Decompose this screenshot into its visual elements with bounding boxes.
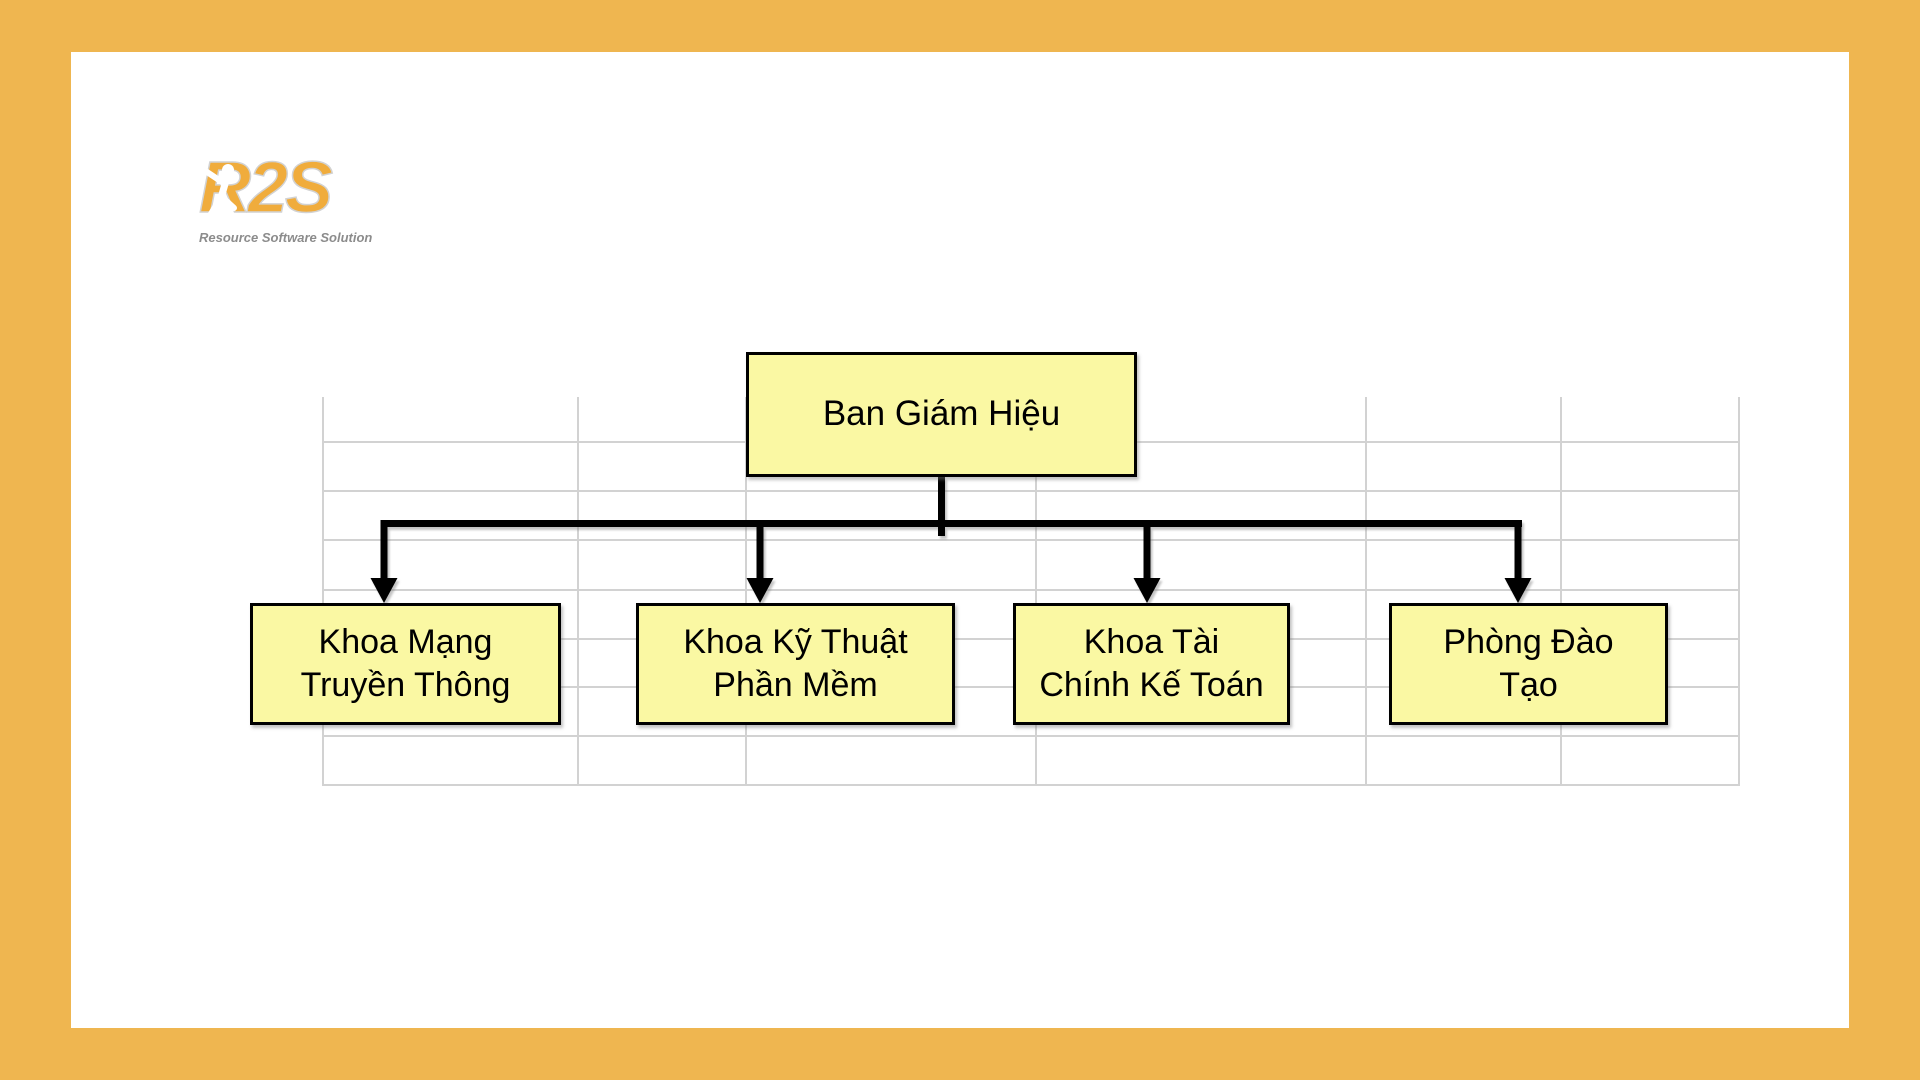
org-node-department-1: Khoa Mạng Truyền Thông [250, 603, 561, 725]
org-node-label: Khoa Mạng Truyền Thông [300, 623, 511, 704]
org-node-root: Ban Giám Hiệu [746, 352, 1137, 477]
leaping-person-icon [204, 164, 237, 222]
gridline-h [322, 589, 1740, 591]
gridline-h [322, 490, 1740, 492]
gridline-v [1035, 397, 1037, 785]
org-node-department-2: Khoa Kỹ Thuật Phần Mềm [636, 603, 955, 725]
org-node-label: Ban Giám Hiệu [822, 394, 1061, 434]
gridline-v [322, 397, 324, 785]
org-node-label: Phòng Đào Tạo [1443, 623, 1614, 704]
gridline-h [322, 539, 1740, 541]
org-node-label: Khoa Kỹ Thuật Phần Mềm [683, 623, 908, 704]
gridline-v [1560, 397, 1562, 785]
org-node-label: Khoa Tài Chính Kế Toán [1039, 623, 1264, 704]
gridline-v [577, 397, 579, 785]
org-node-department-3: Khoa Tài Chính Kế Toán [1013, 603, 1290, 725]
gridline-h [322, 735, 1740, 737]
gridline-v [1365, 397, 1367, 785]
content-panel: R2S Resource Software Solution [71, 52, 1849, 1028]
gridline-v [745, 397, 747, 785]
org-node-department-4: Phòng Đào Tạo [1389, 603, 1668, 725]
gridline-h [322, 784, 1740, 786]
gridline-v [1738, 397, 1740, 785]
r2s-logo: R2S Resource Software Solution [198, 147, 373, 245]
logo-tagline: Resource Software Solution [199, 230, 373, 245]
